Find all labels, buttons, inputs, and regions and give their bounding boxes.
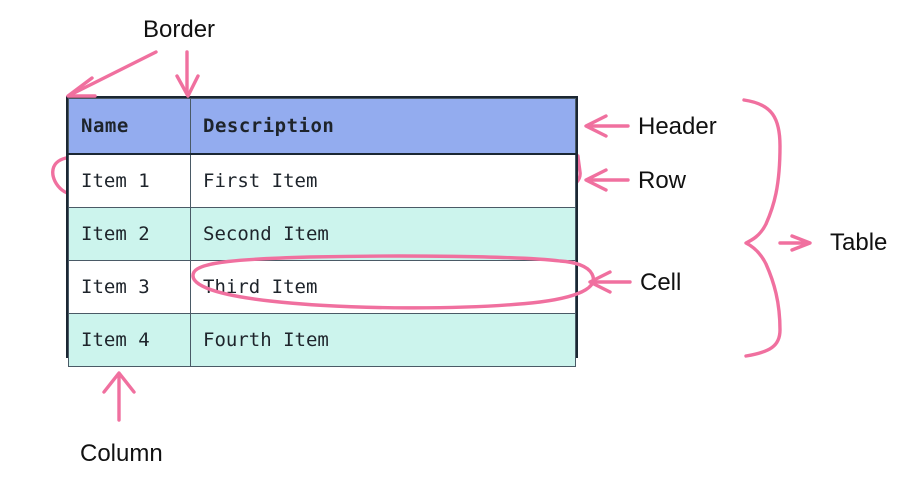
table-row: Item 1 First Item bbox=[68, 153, 576, 208]
cell-name: Item 2 bbox=[68, 207, 191, 261]
example-table: Name Description Item 1 First Item Item … bbox=[66, 96, 578, 367]
label-border: Border bbox=[143, 16, 216, 43]
header-cell-description: Description bbox=[190, 98, 576, 155]
border-arrow-vertical-head bbox=[175, 74, 200, 98]
table-row: Item 3 Third Item bbox=[68, 260, 576, 314]
header-arrow-head bbox=[584, 114, 608, 138]
table-element: Name Description Item 1 First Item Item … bbox=[68, 98, 576, 367]
cell-name: Item 1 bbox=[68, 153, 191, 208]
table-brace-tip-head bbox=[790, 234, 812, 252]
header-row: Name Description bbox=[68, 98, 576, 155]
border-arrow-diagonal-shaft bbox=[70, 50, 158, 96]
header-cell-name: Name bbox=[68, 98, 191, 155]
table-body: Item 1 First Item Item 2 Second Item Ite… bbox=[68, 153, 576, 367]
table-brace bbox=[742, 98, 782, 358]
cell-description: First Item bbox=[190, 153, 576, 208]
row-arrow-head bbox=[584, 168, 608, 192]
cell-description: Second Item bbox=[190, 207, 576, 261]
label-cell: Cell bbox=[640, 269, 682, 296]
label-table: Table bbox=[830, 229, 888, 256]
label-column: Column bbox=[80, 440, 163, 467]
table-header: Name Description bbox=[68, 98, 576, 155]
column-arrow-head bbox=[102, 371, 136, 394]
cell-description: Third Item bbox=[190, 260, 576, 314]
cell-description: Fourth Item bbox=[190, 313, 576, 367]
cell-name: Item 3 bbox=[68, 260, 191, 314]
label-header: Header bbox=[638, 113, 717, 140]
label-row: Row bbox=[638, 167, 687, 194]
cell-arrow-head bbox=[588, 270, 612, 294]
table-row: Item 4 Fourth Item bbox=[68, 313, 576, 367]
border-arrow-diagonal-head bbox=[66, 76, 97, 98]
table-row: Item 2 Second Item bbox=[68, 207, 576, 261]
cell-name: Item 4 bbox=[68, 313, 191, 367]
